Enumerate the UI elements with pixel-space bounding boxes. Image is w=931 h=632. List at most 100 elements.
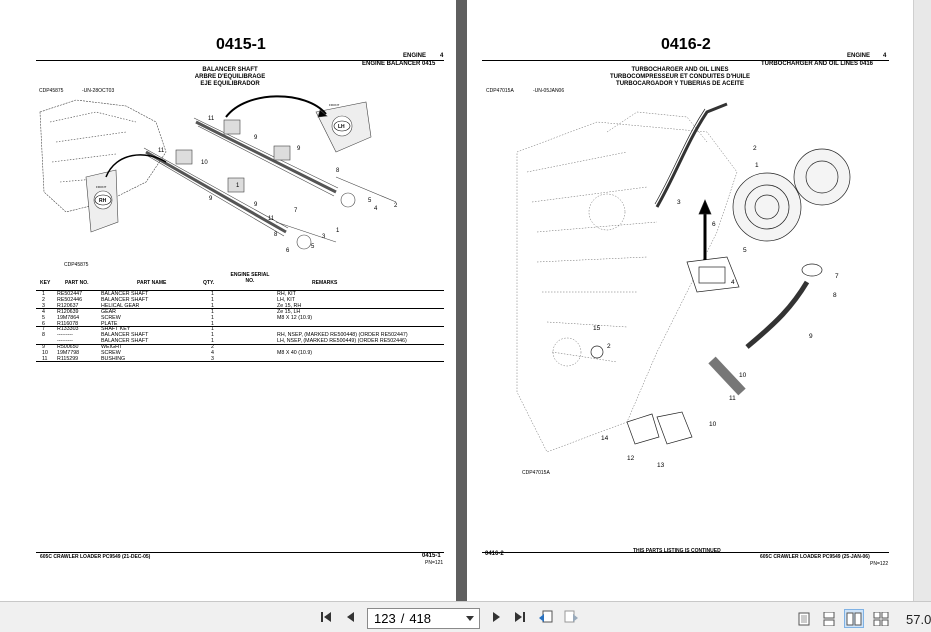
next-page-button[interactable] (486, 607, 506, 627)
callout-8: 8 (833, 292, 837, 299)
callout-12: 12 (627, 455, 635, 462)
callout-13: 13 (657, 462, 665, 469)
go-forward-button[interactable] (561, 607, 581, 627)
go-back-button[interactable] (536, 607, 556, 627)
table-cell-name: GEAR (101, 308, 117, 315)
callout-2b: 2 (607, 343, 611, 350)
last-page-button[interactable] (510, 607, 530, 627)
heading-es: EJE EQUILIBRADOR (200, 81, 260, 87)
figure-caption: CDP45875 (64, 262, 89, 268)
footer-pn: PN=121 (425, 560, 444, 566)
zoom-level[interactable]: 57.0 (906, 612, 931, 627)
table-cell-name: BALANCER SHAFT (101, 291, 149, 297)
callout-9a: 9 (254, 135, 258, 141)
left-document-page: 0415-1 ENGINE 4 ENGINE BALANCER 0415 BAL… (0, 0, 456, 601)
table-cell-qty: 3 (211, 355, 214, 362)
subsection-label: TURBOCHARGER AND OIL LINES 0416 (761, 61, 874, 67)
two-page-continuous-icon (873, 611, 889, 626)
two-page-view-button[interactable] (844, 609, 864, 628)
table-cell-name: BALANCER SHAFT (101, 296, 149, 303)
table-cell-qty: 1 (211, 320, 214, 327)
callout-5: 5 (743, 247, 747, 254)
callout-9d: 9 (254, 202, 258, 208)
callout-14: 14 (601, 435, 609, 442)
first-page-button[interactable] (316, 607, 336, 627)
row-group-rule (36, 361, 444, 363)
page-title: 0416-2 (661, 36, 711, 53)
single-page-view-button[interactable] (794, 609, 814, 628)
figure-id: CDP47015A (486, 88, 514, 94)
row-group-rule (36, 343, 444, 345)
vertical-scrollbar[interactable] (913, 0, 931, 601)
table-cell-part-no: R116078 (57, 320, 79, 327)
callout-11b: 11 (158, 148, 165, 154)
table-cell-key: 3 (42, 302, 45, 309)
section-label: ENGINE (847, 53, 871, 59)
table-cell-part-no: 19M7864 (57, 314, 80, 321)
table-cell-name: SHAFT KEY (101, 326, 131, 333)
callout-3: 3 (677, 199, 681, 206)
footer-rule (482, 552, 889, 553)
badge-front-left: FRONT (96, 185, 106, 189)
callout-1: 1 (236, 183, 240, 189)
callout-1b: 1 (336, 228, 340, 234)
figure-date: -UN-05JAN06 (533, 88, 565, 94)
table-cell-key: 11 (42, 355, 48, 362)
figure-id: CDP45875 (39, 88, 64, 94)
table-cell-qty: 2 (211, 344, 214, 351)
two-page-continuous-button[interactable] (871, 609, 891, 628)
footer-right: 605C CRAWLER LOADER PC9549 (25-JAN-06) (760, 554, 870, 560)
table-cell-qty: 1 (211, 302, 214, 309)
table-cell-remarks: LH, KIT (277, 296, 295, 303)
table-cell-part-no: --------- (57, 332, 73, 339)
table-cell-key: 2 (42, 296, 45, 303)
row-group-rule (36, 308, 444, 310)
page-separator: / (400, 611, 405, 626)
callout-10: 10 (201, 160, 208, 166)
section-label: ENGINE (403, 53, 427, 59)
page-number-select[interactable]: 123 / 418 (367, 608, 480, 629)
back-view-icon (539, 610, 553, 623)
heading-en: BALANCER SHAFT (202, 67, 258, 73)
table-cell-name: SCREW (101, 314, 121, 321)
last-page-icon (515, 612, 525, 622)
table-cell-remarks: RH, NSEP, (MARKED RE500448) (ORDER RE502… (277, 332, 408, 339)
table-cell-qty: 1 (211, 332, 214, 339)
table-cell-qty: 1 (211, 291, 214, 297)
callout-7: 7 (835, 273, 839, 280)
col-part-name: PART NAME (137, 280, 167, 286)
table-cell-key: 7 (42, 326, 45, 333)
table-cell-name: HELICAL GEAR (101, 302, 140, 309)
previous-page-button[interactable] (341, 607, 361, 627)
first-page-icon (321, 612, 331, 622)
footer-pn: PN=122 (870, 561, 889, 567)
table-cell-remarks: LH, NSEP, (MARKED RE500449) (ORDER RE502… (277, 338, 407, 345)
continuous-view-button[interactable] (819, 609, 839, 628)
heading-es: TURBOCARGADOR Y TUBERIAS DE ACEITE (616, 81, 744, 87)
table-cell-part-no: --------- (57, 338, 73, 345)
table-cell-key: 5 (42, 314, 45, 321)
table-cell-remarks: M8 X 12 (10.9) (277, 314, 313, 321)
two-page-icon (846, 612, 862, 625)
callout-4: 4 (374, 206, 378, 212)
footer-continued: THIS PARTS LISTING IS CONTINUED (633, 548, 721, 554)
callout-10a: 10 (739, 372, 747, 379)
continuous-page-icon (823, 611, 835, 626)
callout-5a: 5 (368, 198, 372, 204)
table-cell-remarks: Ze 15, LH (277, 308, 301, 315)
table-cell-name: BALANCER SHAFT (101, 332, 149, 339)
previous-page-icon (347, 612, 354, 622)
next-page-icon (493, 612, 500, 622)
figure-caption: CDP47015A (522, 470, 550, 476)
badge-front-top: FRONT (329, 103, 339, 107)
col-qty: QTY. (203, 280, 215, 286)
table-cell-qty: 1 (211, 314, 214, 321)
col-key: KEY (40, 280, 51, 286)
subsection-label: ENGINE BALANCER 0415 (362, 61, 436, 67)
badge-lh: LH (338, 124, 345, 130)
callout-6: 6 (712, 221, 716, 228)
callout-8a: 8 (336, 168, 340, 174)
table-cell-name: WEIGHT (101, 344, 123, 351)
table-cell-qty: 4 (211, 350, 214, 356)
table-cell-part-no: R500650 (57, 344, 79, 351)
